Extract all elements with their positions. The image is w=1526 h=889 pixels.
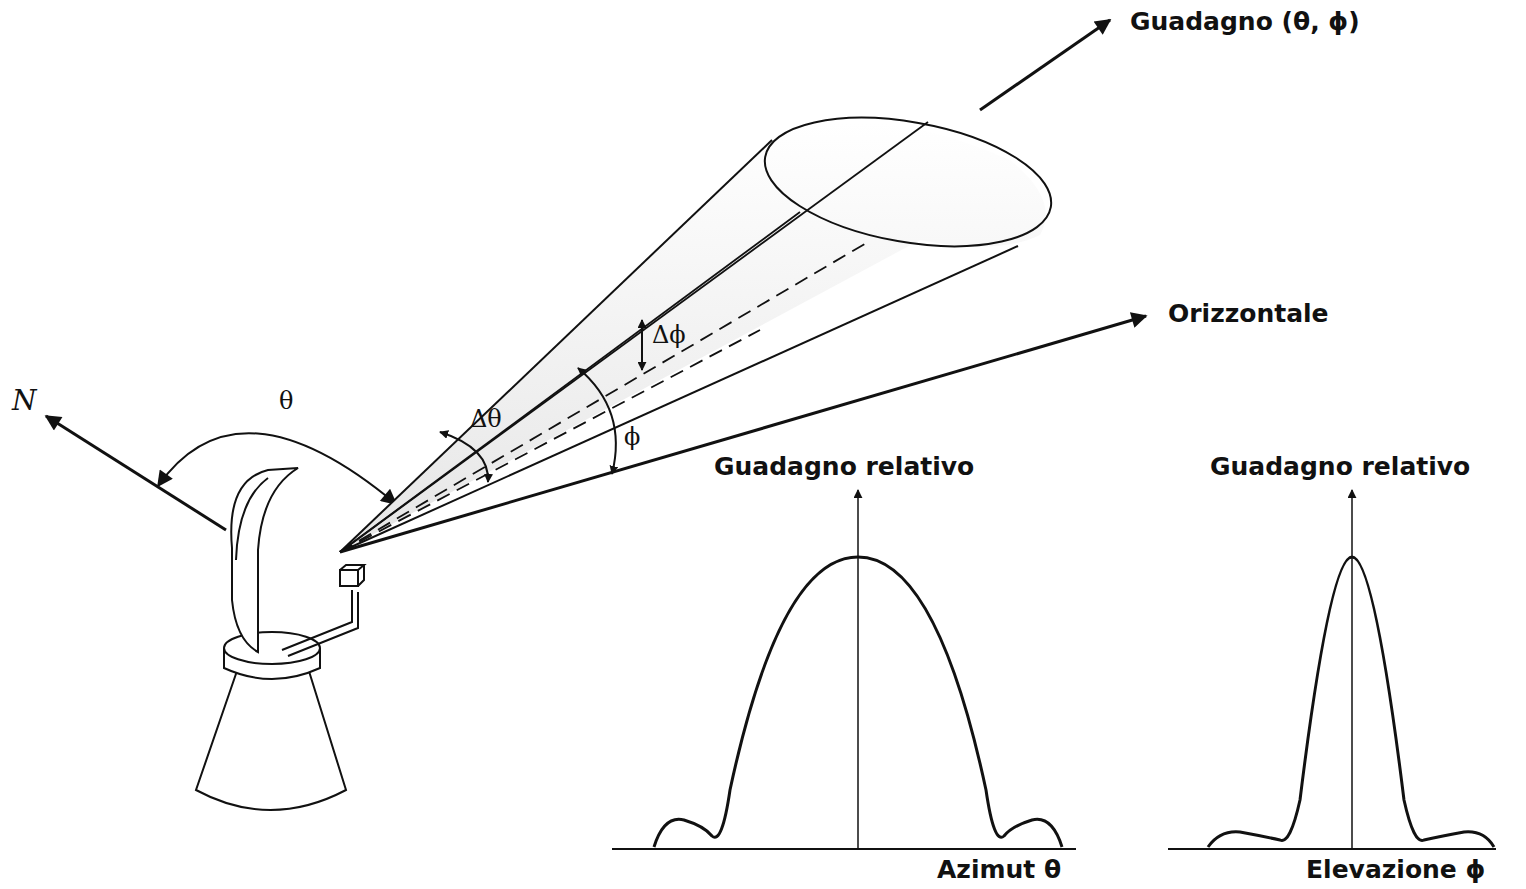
north-label: N [12,386,37,417]
axis-label: Elevazione ϕ [1306,856,1485,884]
elevation-symbol: ϕ [624,424,640,450]
axis-label: Azimut θ [937,856,1061,884]
beam [340,20,1110,552]
north-arrow [46,416,226,530]
horizontal-line [340,316,1146,552]
gain-label: Guadagno (θ, ϕ) [1130,8,1360,36]
delta-phi-arrow [641,320,643,370]
azimuth-plot [612,490,1076,849]
azimuth-symbol: θ [279,388,293,414]
elevation-arc [578,368,616,474]
axis-title: Guadagno relativo [714,453,974,481]
delta-theta-label: Δθ [470,406,502,432]
delta-phi-label: Δϕ [652,322,686,348]
azimuth-arc [158,433,396,504]
antenna [196,468,364,810]
delta-theta-arc [440,432,488,482]
elevation-plot [1168,490,1496,849]
horizontal-label: Orizzontale [1168,300,1329,328]
axis-title: Guadagno relativo [1210,453,1470,481]
